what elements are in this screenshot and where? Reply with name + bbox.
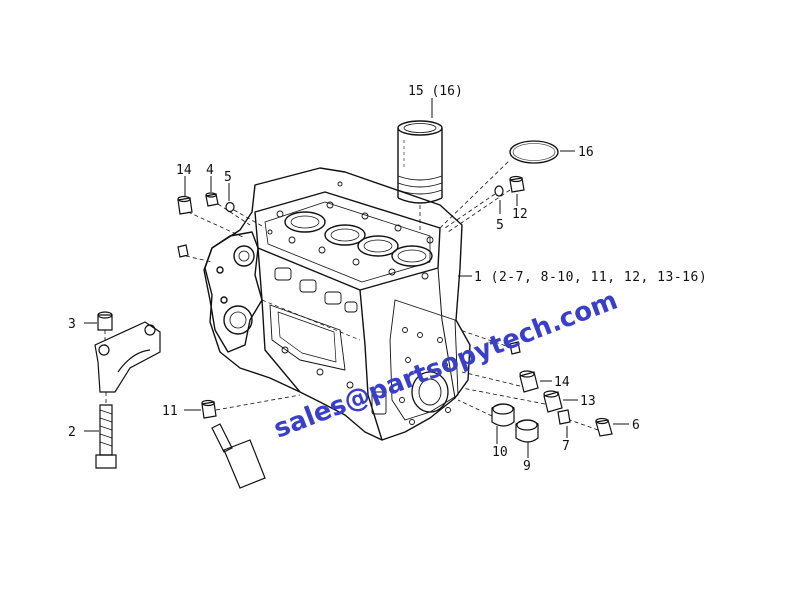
cylinder-liner xyxy=(397,120,443,204)
bushing-part-13 xyxy=(519,370,539,393)
plug-left xyxy=(177,244,189,258)
engine-block xyxy=(203,167,471,441)
callout-5-left: 5 xyxy=(224,170,232,185)
callout-7: 7 xyxy=(562,439,570,454)
callout-10: 11 xyxy=(162,404,178,419)
plug-block-right xyxy=(509,341,521,355)
plug-part-14 xyxy=(177,195,193,215)
sealant-tube xyxy=(211,423,266,489)
plug-part-4 xyxy=(205,192,219,207)
bushing-part-8 xyxy=(515,419,539,443)
callout-9: 10 xyxy=(492,445,508,460)
callout-2: 2 xyxy=(68,425,76,440)
plug-part-11 xyxy=(509,175,525,193)
block-outline xyxy=(204,167,471,441)
o-ring xyxy=(509,140,559,164)
callout-4: 4 xyxy=(206,163,214,178)
callout-6: 6 xyxy=(632,418,640,433)
callout-14: 14 xyxy=(176,163,192,178)
gear-case xyxy=(203,231,263,353)
bushing-part-9 xyxy=(491,403,515,427)
callout-13: 14 xyxy=(554,375,570,390)
callout-5-right: 5 xyxy=(496,218,504,233)
callout-16: 16 xyxy=(578,145,594,160)
cap-bolt-part-2 xyxy=(95,404,117,469)
washer-part-5-right xyxy=(494,185,504,197)
callout-12: 13 xyxy=(580,394,596,409)
bearing-cap xyxy=(94,321,161,393)
callout-8: 9 xyxy=(523,459,531,474)
bushing-part-3 xyxy=(97,311,113,331)
plug-part-7 xyxy=(557,409,571,425)
plug-part-10 xyxy=(201,399,217,419)
callout-3: 3 xyxy=(68,317,76,332)
callout-1: 1 (2-7, 8-10, 11, 12, 13-16) xyxy=(474,270,707,285)
washer-part-5 xyxy=(225,201,235,213)
callout-labels: 15 (16) 16 14 4 5 5 12 1 (2-7, 8-10, 11,… xyxy=(68,84,707,474)
bushing-part-12 xyxy=(543,390,563,413)
callout-11: 12 xyxy=(512,207,528,222)
plug-part-6 xyxy=(595,417,613,437)
callout-15: 15 (16) xyxy=(408,84,463,99)
